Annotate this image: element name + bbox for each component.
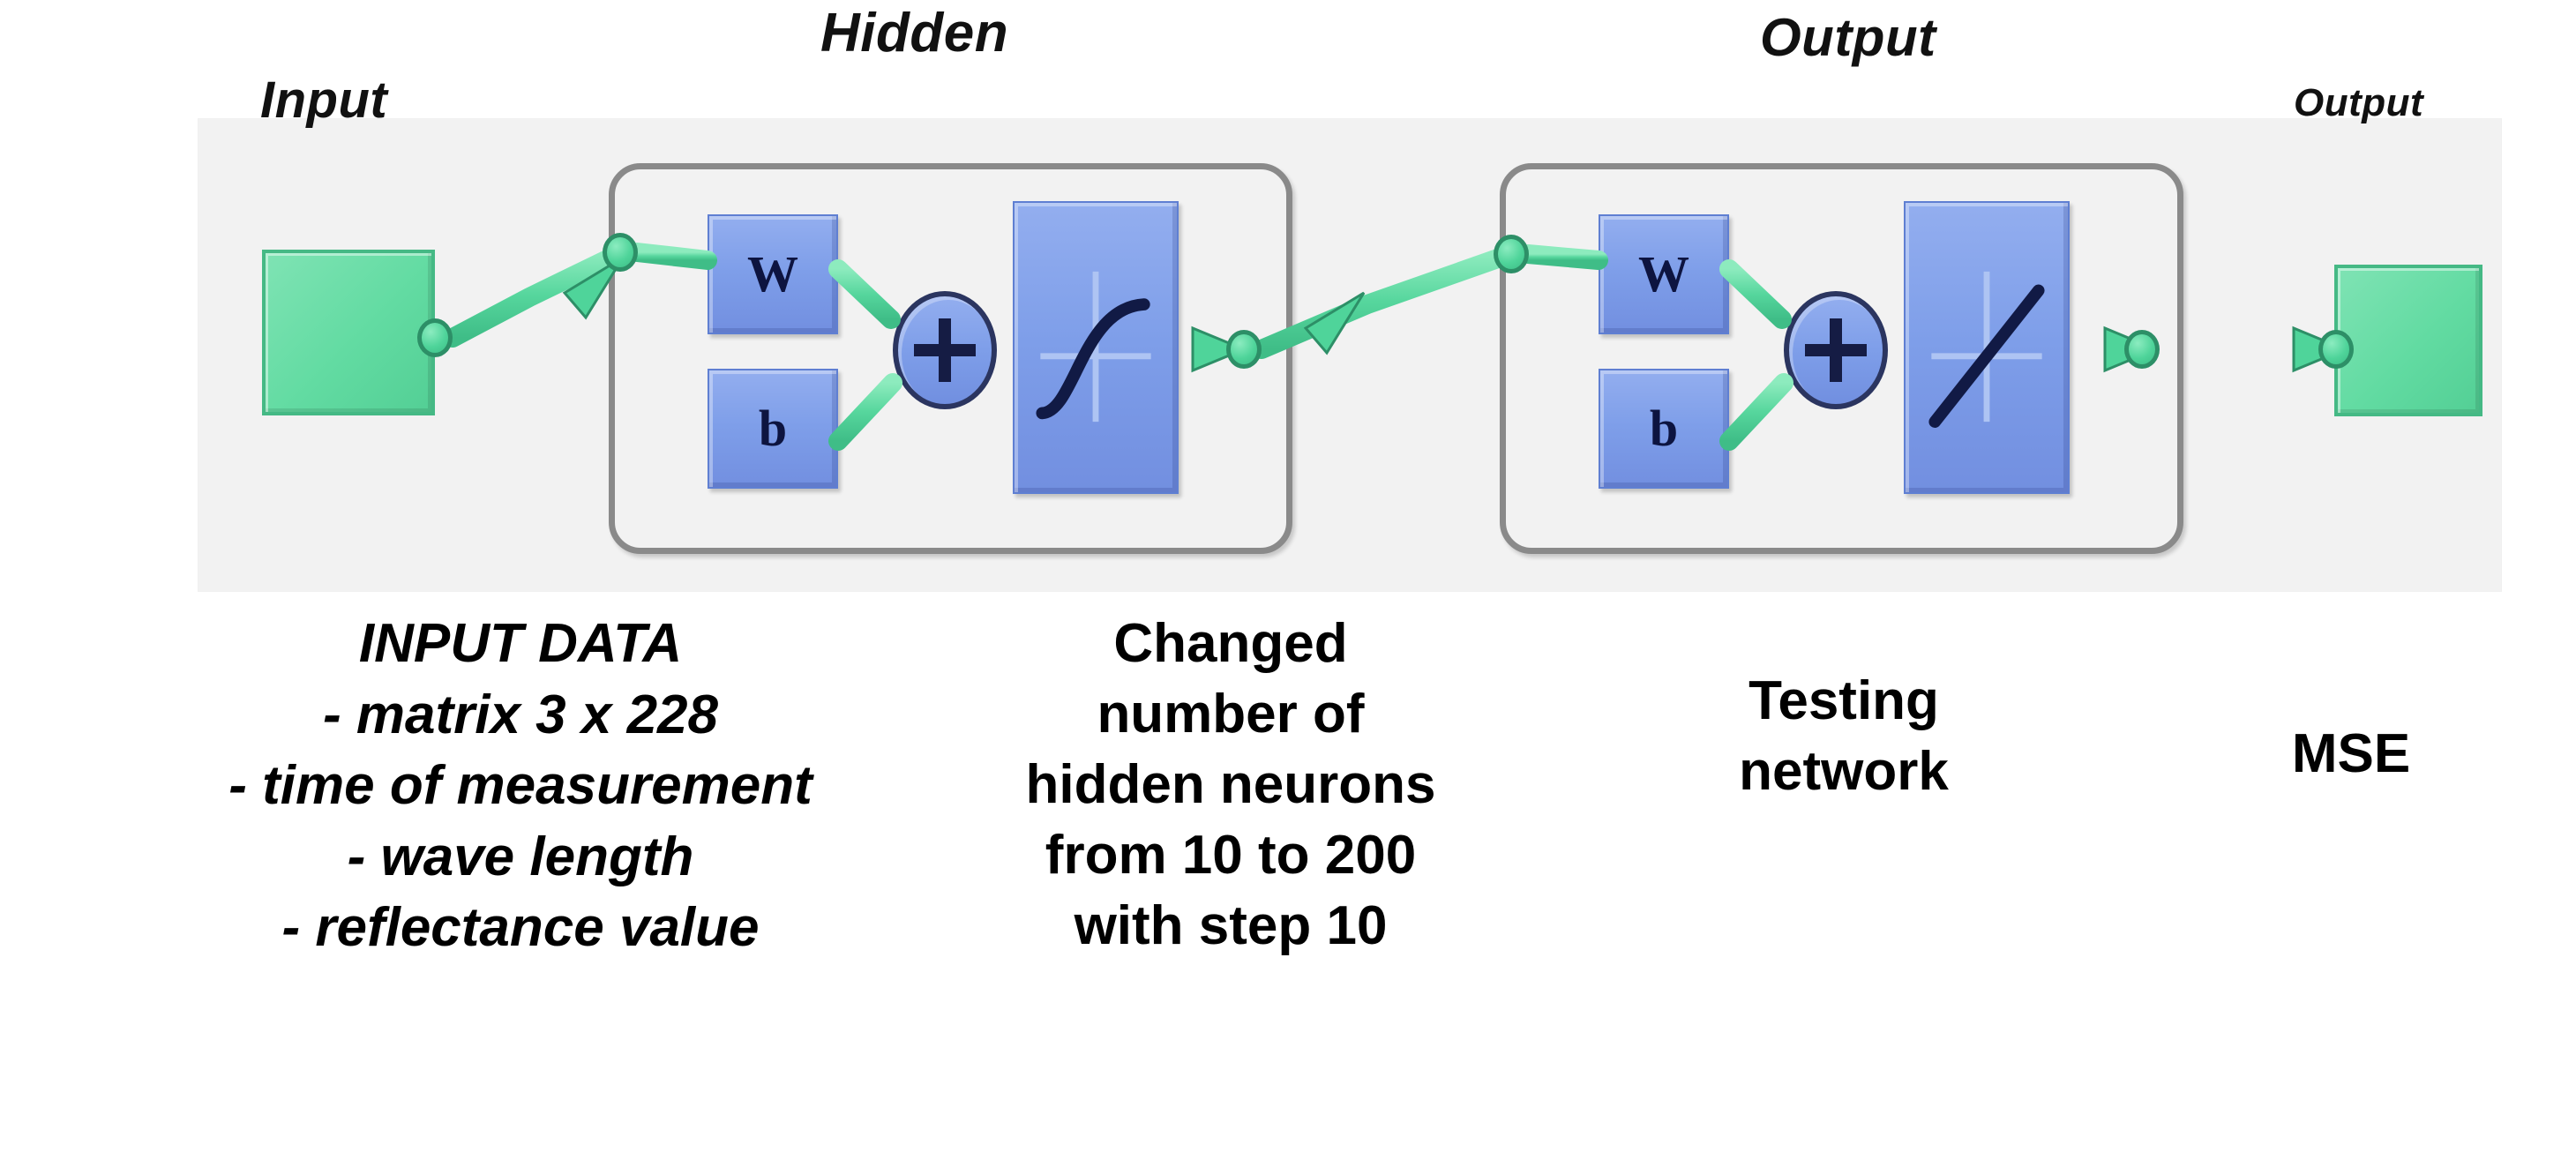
caption-input-item-2: - wave length xyxy=(347,826,694,887)
caption-output-line-0: MSE xyxy=(2291,723,2411,784)
caption-output-layer-line-0: Testing xyxy=(1749,670,1939,731)
caption-output-layer-line-1: network xyxy=(1739,740,1949,802)
plus-icon-vertical xyxy=(939,318,951,382)
caption-input-data: INPUT DATA - matrix 3 x 228 - time of me… xyxy=(124,609,917,964)
stage-title-output: Output xyxy=(2294,81,2424,124)
hidden-bias-label: b xyxy=(758,400,788,457)
output-weight-label: W xyxy=(1638,245,1689,303)
port-output-entry xyxy=(1494,235,1529,273)
caption-hidden-line-0: Changed xyxy=(1113,613,1348,674)
linear-function-icon xyxy=(1928,271,2045,429)
caption-output-metric: MSE xyxy=(2161,719,2541,789)
port-output-block-entry xyxy=(2318,330,2354,369)
port-input-output xyxy=(417,318,453,357)
caption-hidden-line-3: from 10 to 200 xyxy=(1045,824,1417,886)
caption-input-item-1: - time of measurement xyxy=(228,755,812,817)
output-activation-block xyxy=(1904,201,2070,494)
port-output-exit xyxy=(2124,330,2160,369)
output-bias-block: b xyxy=(1599,369,1729,489)
output-summation-node xyxy=(1784,291,1888,409)
output-result-block xyxy=(2334,265,2482,416)
stage-title-hidden: Hidden xyxy=(820,3,1009,64)
caption-input-item-3: - reflectance value xyxy=(281,897,760,959)
hidden-weight-label: W xyxy=(747,245,798,303)
sigmoid-curve-icon xyxy=(1036,271,1151,423)
caption-input-item-0: - matrix 3 x 228 xyxy=(322,684,719,745)
caption-hidden-line-1: number of xyxy=(1097,683,1365,744)
plus-icon-vertical xyxy=(1830,318,1842,382)
hidden-activation-block xyxy=(1013,201,1179,494)
caption-output-layer: Testing network xyxy=(1614,666,2073,807)
caption-hidden-layer: Changed number of hidden neurons from 10… xyxy=(895,609,1566,961)
output-weight-block: W xyxy=(1599,214,1729,334)
stage-title-output-layer: Output xyxy=(1760,8,1936,67)
port-hidden-exit xyxy=(1226,330,1262,369)
stage-title-input: Input xyxy=(260,71,388,129)
hidden-weight-block: W xyxy=(708,214,838,334)
hidden-bias-block: b xyxy=(708,369,838,489)
caption-hidden-line-2: hidden neurons xyxy=(1025,753,1436,815)
caption-hidden-line-4: with step 10 xyxy=(1074,894,1388,956)
output-bias-label: b xyxy=(1649,400,1679,457)
caption-input-heading: INPUT DATA xyxy=(358,613,683,674)
port-hidden-entry xyxy=(603,233,638,272)
input-data-block xyxy=(262,250,435,415)
hidden-summation-node xyxy=(893,291,997,409)
